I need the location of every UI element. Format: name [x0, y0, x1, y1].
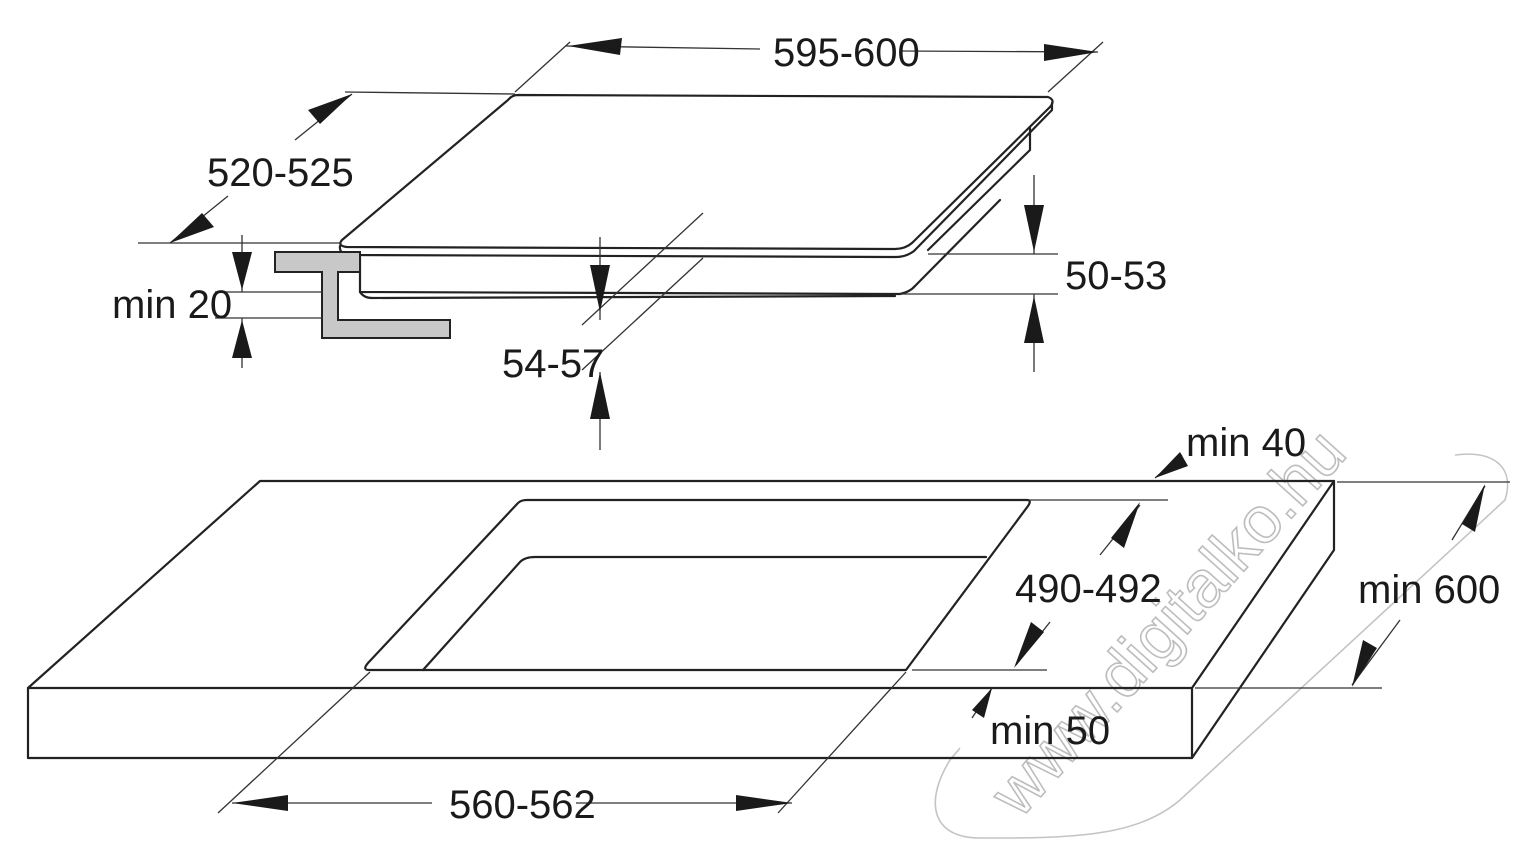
mounting-bracket — [274, 251, 451, 339]
hob-body-right — [926, 126, 1032, 252]
worktop-front-face — [26, 686, 1194, 760]
label-hob-width: 595-600 — [773, 31, 920, 75]
dim-hob-total-height: 50-53 — [900, 175, 1167, 372]
watermark-text: www.digitalko.hu — [975, 415, 1360, 831]
hob-drawing — [274, 93, 1054, 339]
label-min-worktop-depth: min 600 — [1358, 568, 1500, 612]
hob-glass-top — [339, 93, 1054, 251]
worktop-drawing — [26, 479, 1336, 760]
cutout-outer-edge — [364, 498, 1031, 672]
dim-cutout-width: 560-562 — [217, 671, 907, 827]
label-cutout-depth: 490-492 — [1015, 567, 1162, 611]
watermark: www.digitalko.hu — [934, 414, 1509, 839]
dim-hob-depth: 520-525 — [138, 91, 516, 244]
dim-min-front-distance: min 50 — [971, 687, 1110, 753]
label-min-front-distance: min 50 — [990, 709, 1110, 753]
label-min-gap-below: min 20 — [112, 283, 232, 327]
label-cutout-width: 560-562 — [449, 783, 596, 827]
dim-cutout-depth: 490-492 — [912, 502, 1162, 671]
dim-hob-recess-height: 54-57 — [502, 212, 704, 450]
label-hob-recess-height: 54-57 — [502, 342, 604, 386]
label-hob-depth: 520-525 — [207, 151, 354, 195]
dim-min-back-distance: min 40 — [1028, 421, 1306, 501]
watermark-frame — [934, 453, 1509, 839]
cutout-inner-edge — [421, 555, 988, 672]
dim-min-gap-below: min 20 — [112, 235, 322, 368]
worktop-side-face — [1190, 479, 1336, 760]
dim-hob-width: 595-600 — [514, 31, 1104, 93]
hob-body-base-edge — [358, 290, 897, 300]
label-min-back-distance: min 40 — [1186, 421, 1306, 465]
hob-glass-edge — [338, 101, 1054, 259]
label-hob-total-height: 50-53 — [1065, 254, 1167, 298]
dim-min-worktop-depth: min 600 — [1195, 481, 1510, 689]
